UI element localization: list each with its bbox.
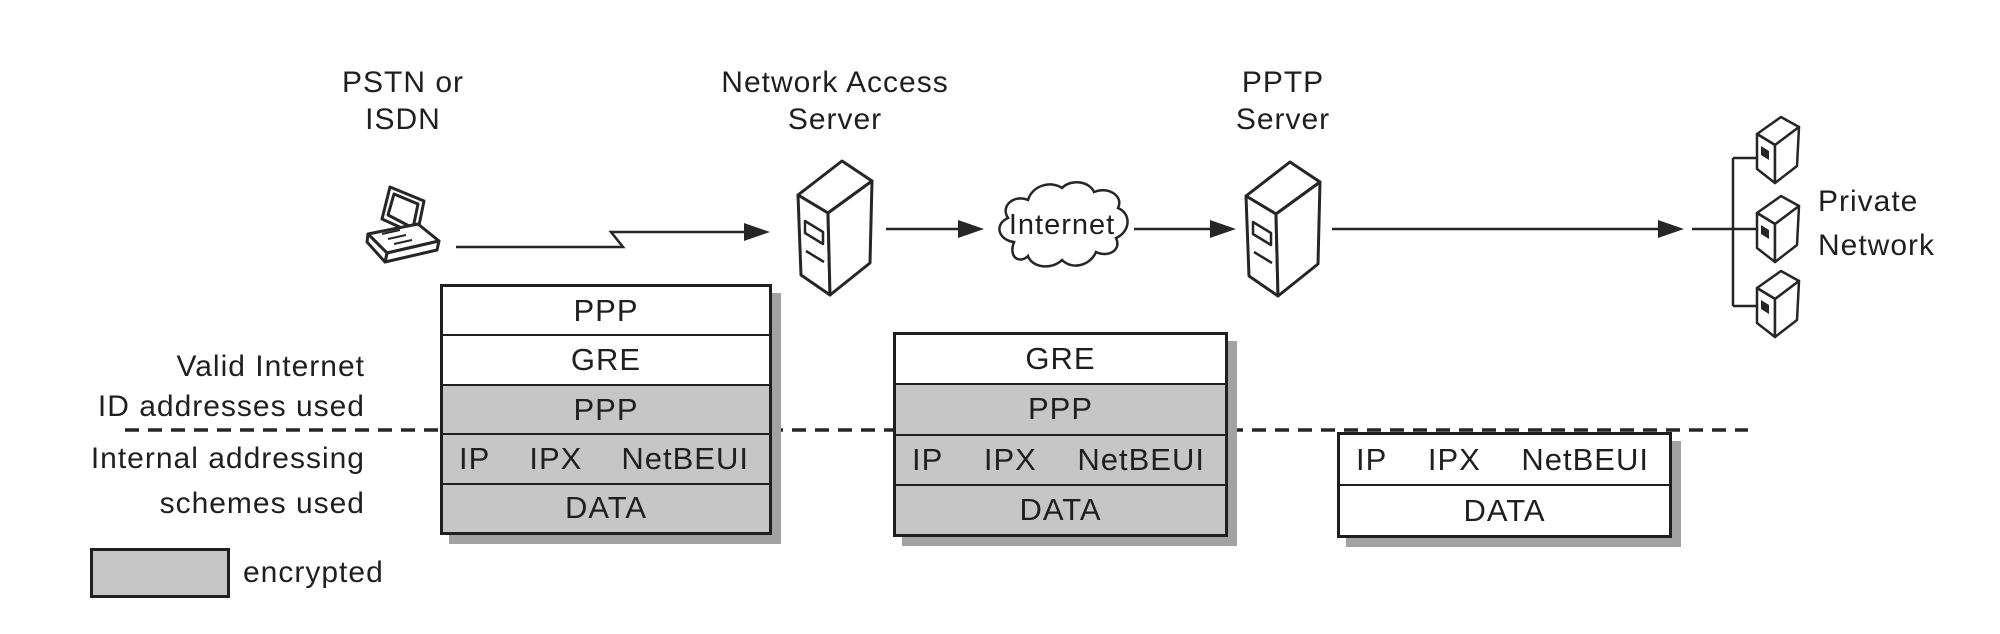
- nas-server-icon: [796, 159, 874, 297]
- row-label: PPP: [1027, 391, 1094, 427]
- row-label: GRE: [570, 342, 642, 378]
- row-label: NetBEUI: [1521, 441, 1649, 477]
- nas-label-line2: Server: [787, 103, 883, 136]
- internet-cloud-label: Internet: [1009, 209, 1115, 241]
- row-label: DATA: [1019, 491, 1102, 527]
- stack-row: IP IPX NetBEUI: [896, 433, 1225, 484]
- valid-internet-annotation-line1: Valid Internet: [176, 350, 365, 383]
- valid-internet-annotation-line2: ID addresses used: [97, 390, 365, 423]
- laptop-icon: [365, 185, 441, 264]
- stack-row: DATA: [443, 482, 769, 533]
- private-network-label-line2: Network: [1818, 229, 1936, 262]
- stack-row: IP IPX NetBEUI: [1340, 435, 1669, 484]
- pstn-label-line1: PSTN or: [341, 66, 465, 99]
- row-label: GRE: [1025, 341, 1096, 377]
- row-label: DATA: [1463, 492, 1546, 528]
- arrowhead-nas-to-internet: [958, 220, 984, 238]
- row-label: PPP: [573, 391, 639, 427]
- stack-row: GRE: [443, 334, 769, 384]
- stack-row: IP IPX NetBEUI: [443, 433, 769, 483]
- arrowhead-pptp-to-private: [1658, 220, 1684, 238]
- pptp-server-icon: [1244, 160, 1322, 298]
- row-label: PPP: [573, 292, 639, 328]
- row-label: IPX: [983, 441, 1037, 477]
- row-label: IP: [459, 440, 491, 476]
- stack-row: DATA: [1340, 484, 1669, 535]
- stack-row: DATA: [896, 483, 1225, 534]
- row-label: IP: [912, 441, 944, 477]
- private-server-icon-3: [1755, 269, 1801, 339]
- stack-row: PPP: [443, 383, 769, 434]
- row-label: IP: [1356, 441, 1388, 477]
- row-label: IPX: [1427, 441, 1481, 477]
- pptp-label-line1: PPTP: [1241, 66, 1325, 99]
- row-label: NetBEUI: [1077, 441, 1205, 477]
- internal-addressing-annotation: Internal addressing schemes used: [55, 436, 365, 526]
- pstn-label-line2: ISDN: [365, 103, 441, 136]
- stack-row: PPP: [896, 383, 1225, 434]
- private-network-label-line1: Private: [1818, 185, 1919, 218]
- row-label: DATA: [564, 490, 648, 526]
- pptp-label: PPTP Server: [1183, 64, 1383, 138]
- pptp-label-line2: Server: [1235, 103, 1331, 136]
- encrypted-legend-label: encrypted: [243, 556, 384, 589]
- protocol-stack-client: PPP GRE PPP IP IPX NetBEUI DATA: [440, 284, 772, 535]
- private-server-icon-1: [1755, 115, 1801, 185]
- internet-cloud-icon: Internet: [998, 180, 1129, 268]
- nas-label-line1: Network Access: [721, 66, 949, 99]
- private-server-icon-2: [1755, 194, 1801, 264]
- pstn-label: PSTN or ISDN: [303, 64, 503, 138]
- cloud-outline: [998, 180, 1129, 268]
- row-label: NetBEUI: [621, 440, 749, 476]
- protocol-stack-private: IP IPX NetBEUI DATA: [1337, 432, 1672, 538]
- internal-addressing-annotation-line2: schemes used: [159, 487, 365, 520]
- encrypted-legend-swatch: [90, 548, 230, 598]
- private-network-label: Private Network: [1818, 180, 1988, 268]
- stack-row: PPP: [443, 287, 769, 335]
- protocol-stack-tunnel: GRE PPP IP IPX NetBEUI DATA: [893, 332, 1228, 537]
- arrowhead-internet-to-pptp: [1210, 220, 1236, 238]
- nas-label: Network Access Server: [680, 64, 990, 138]
- arrowhead-client-to-nas: [744, 223, 770, 241]
- internal-addressing-annotation-line1: Internal addressing: [90, 442, 365, 475]
- arrow-client-to-nas: [456, 230, 746, 249]
- stack-row: GRE: [896, 335, 1225, 384]
- valid-internet-annotation: Valid Internet ID addresses used: [55, 347, 365, 427]
- row-label: IPX: [529, 440, 583, 476]
